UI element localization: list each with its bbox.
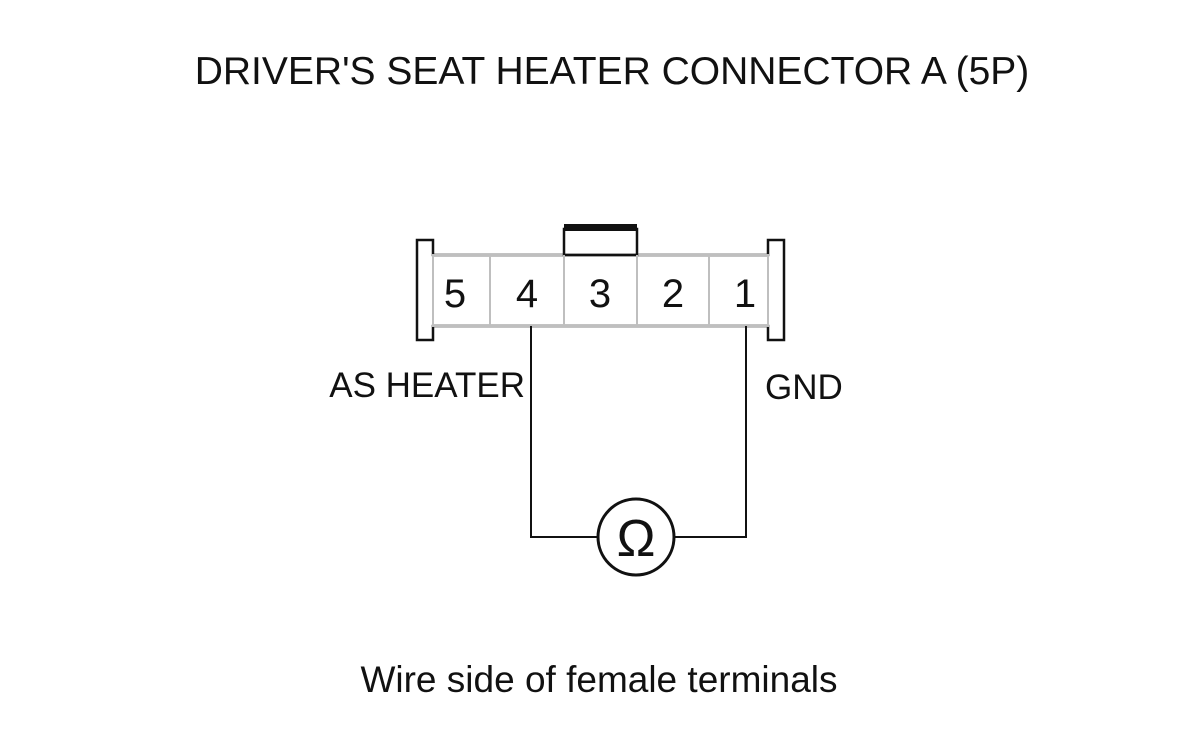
diagram-caption: Wire side of female terminals (360, 659, 837, 700)
pin-number-1: 1 (734, 272, 756, 316)
diagram-title: DRIVER'S SEAT HEATER CONNECTOR A (5P) (195, 50, 1030, 93)
label-as-heater: AS HEATER (329, 366, 525, 405)
connector-housing (415, 224, 786, 342)
ohm-symbol: Ω (617, 510, 656, 568)
ohmmeter-circle (596, 497, 676, 577)
pin-number-4: 4 (516, 272, 538, 316)
pin-number-2: 2 (662, 272, 684, 316)
probe-wires (530, 326, 747, 538)
lock-tab (562, 227, 639, 257)
pin-number-5: 5 (444, 272, 466, 316)
probe-wire-left (530, 326, 598, 538)
pin-numbers: 5 4 3 2 1 (444, 272, 756, 316)
label-gnd: GND (765, 368, 843, 407)
ohmmeter: Ω (596, 497, 676, 577)
lock-tab-bar (564, 224, 637, 231)
pin-number-3: 3 (589, 272, 611, 316)
probe-wire-right (675, 326, 747, 538)
